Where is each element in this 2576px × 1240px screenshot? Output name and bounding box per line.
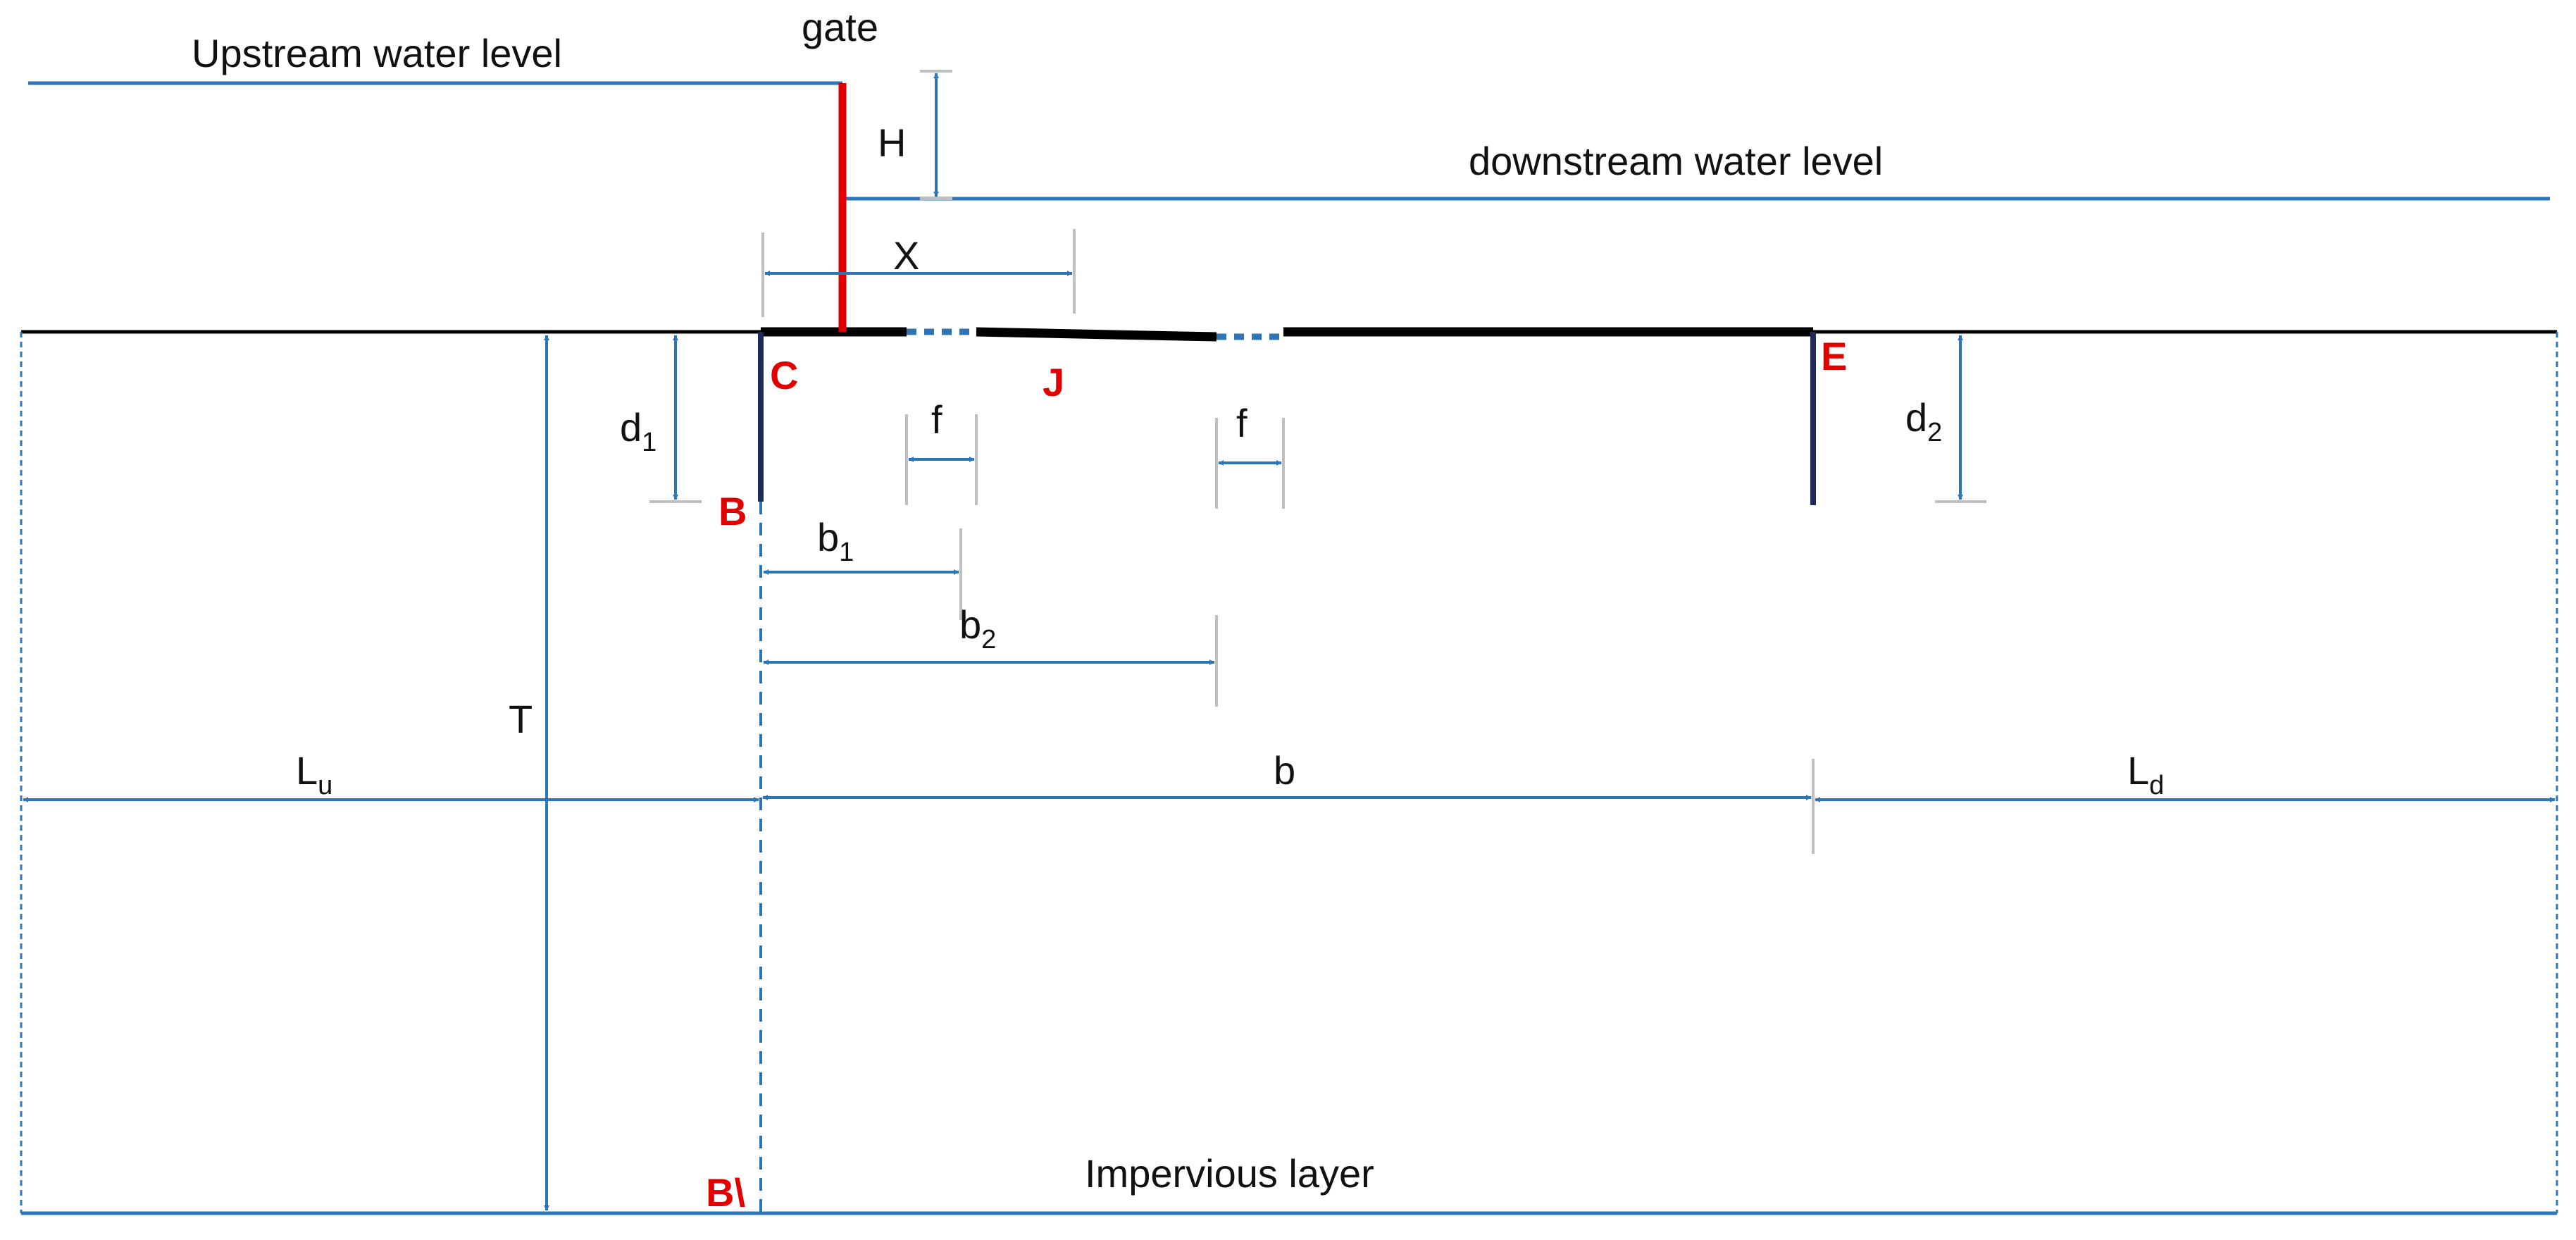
dimension-arrows <box>23 73 2556 1211</box>
d1-sub: 1 <box>642 428 657 457</box>
b-label: b <box>1274 748 1295 793</box>
ld-sub: d <box>2149 771 2164 800</box>
upstream-water-level-label: Upstream water level <box>192 31 562 75</box>
point-j-label: J <box>1043 360 1064 404</box>
lu-label: Lu <box>296 748 332 800</box>
point-b-prime-label: B\ <box>706 1170 745 1215</box>
b2-sub: 2 <box>981 625 996 655</box>
lu-sub: u <box>318 771 332 800</box>
d2-base: d <box>1905 395 1927 440</box>
b1-base: b <box>817 515 839 559</box>
gate-distance-label: X <box>893 233 919 278</box>
opening-f1-label: f <box>931 397 942 442</box>
opening-f2-label: f <box>1236 401 1247 445</box>
t-label: T <box>509 697 533 741</box>
b2-label: b2 <box>959 602 996 655</box>
point-e-label: E <box>1821 334 1847 378</box>
downstream-water-level-label: downstream water level <box>1469 139 1883 183</box>
extension-lines <box>649 70 1986 854</box>
d1-label: d1 <box>620 405 657 457</box>
gate-label: gate <box>802 5 878 49</box>
head-label: H <box>878 120 906 165</box>
point-c-label: C <box>770 353 798 397</box>
d2-label: d2 <box>1905 395 1942 447</box>
point-b-label: B <box>718 489 747 533</box>
floor-segment-2 <box>976 327 1217 342</box>
d2-sub: 2 <box>1927 418 1942 447</box>
ld-label: Ld <box>2127 748 2164 800</box>
d1-base: d <box>620 405 642 450</box>
impervious-layer-label: Impervious layer <box>1085 1151 1374 1196</box>
lu-base: L <box>296 748 318 793</box>
b2-base: b <box>959 602 981 647</box>
b1-sub: 1 <box>839 538 854 567</box>
b1-label: b1 <box>817 515 854 567</box>
ld-base: L <box>2127 748 2149 793</box>
